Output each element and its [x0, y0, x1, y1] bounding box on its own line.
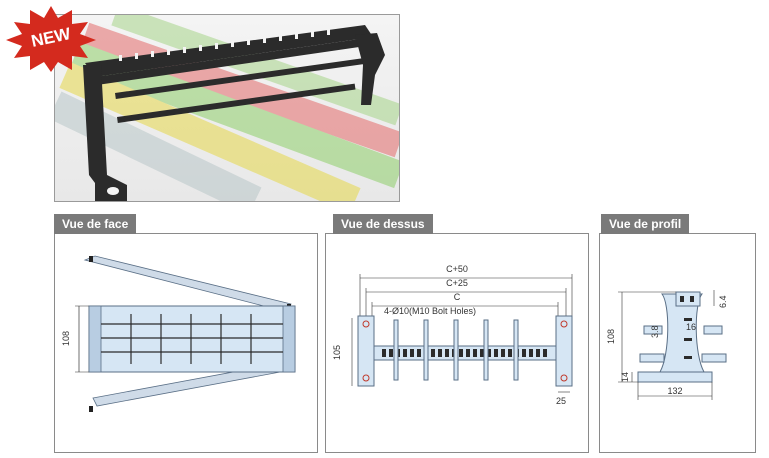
- side-top-label: 6.4: [718, 295, 728, 308]
- tab-front-view[interactable]: Vue de face: [54, 214, 137, 234]
- side-view-drawing: [618, 290, 727, 400]
- tab-side-view[interactable]: Vue de profil: [601, 214, 690, 234]
- dim-c50: C+50: [446, 264, 468, 274]
- front-view-panel: 108: [54, 233, 318, 453]
- side-view-panel: 108 6.4 3.8 16 14 132: [599, 233, 756, 453]
- dim-c: C: [453, 292, 461, 302]
- cable-tray-photo: [55, 15, 399, 201]
- front-height-label: 108: [61, 330, 71, 346]
- front-view-drawing: [75, 255, 296, 412]
- top-view-panel: C+50 C+25 C 4-Ø10(M10 Bolt Holes) 105 25: [325, 233, 589, 453]
- top-view-drawing: [351, 274, 573, 393]
- tab-top-view[interactable]: Vue de dessus: [333, 214, 433, 234]
- side-16-label: 16: [686, 322, 697, 332]
- side-width-label: 132: [667, 386, 683, 396]
- top-side-label: 25: [556, 396, 567, 406]
- dim-c25: C+25: [446, 278, 468, 288]
- new-badge: NEW: [2, 4, 100, 74]
- top-height-label: 105: [332, 344, 342, 360]
- bolt-holes-note: 4-Ø10(M10 Bolt Holes): [384, 306, 477, 316]
- side-38-label: 3.8: [650, 325, 660, 338]
- product-photo: [54, 14, 400, 202]
- side-base-label: 14: [620, 371, 630, 382]
- side-height-label: 108: [606, 328, 616, 344]
